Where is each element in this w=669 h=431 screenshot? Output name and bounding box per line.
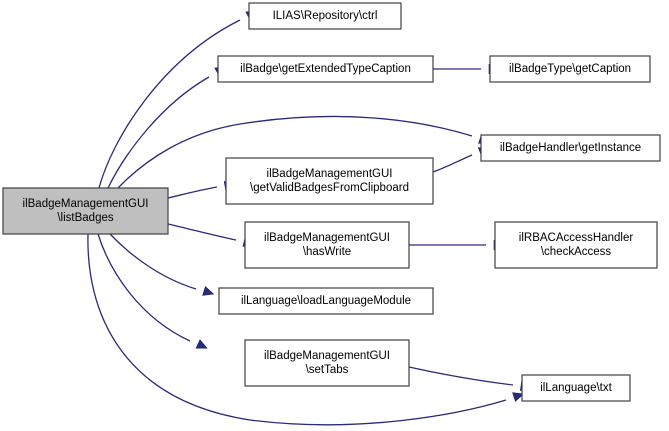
edge-line (109, 233, 197, 290)
node-label-line: \setTabs (306, 364, 349, 376)
node-getInstance[interactable]: ilBadgeHandler\getInstance (480, 134, 661, 162)
arrowhead-icon (202, 286, 215, 296)
node-setTabs[interactable]: ilBadgeManagementGUI \setTabs (244, 339, 410, 387)
node-label-line: ILIAS\Repository\ctrl (273, 10, 378, 22)
node-label-line: \checkAccess (541, 246, 612, 258)
node-box[interactable] (480, 134, 661, 162)
node-label-line: \hasWrite (303, 246, 351, 258)
node-box[interactable] (2, 187, 169, 235)
edge-line (432, 154, 473, 173)
node-label-line: \listBadges (57, 212, 114, 224)
arrowhead-icon (512, 392, 525, 402)
edge-line (167, 223, 237, 241)
node-box[interactable] (225, 157, 434, 205)
edge-getExtendedTypeCaption-to-getCaption (433, 63, 500, 75)
node-loadLanguageModule[interactable]: ilLanguage\loadLanguageModule (218, 287, 434, 315)
node-getCaption[interactable]: ilBadgeType\getCaption (489, 55, 651, 83)
node-label-line: ilBadgeManagementGUI (267, 168, 393, 180)
edge-line (97, 233, 191, 342)
node-label-line: ilBadgeManagementGUI (23, 198, 149, 210)
node-box[interactable] (244, 221, 410, 269)
node-label-line: ilBadge\getExtendedTypeCaption (240, 63, 411, 75)
node-listBadges[interactable]: ilBadgeManagementGUI \listBadges (2, 187, 169, 235)
node-box[interactable] (244, 339, 410, 387)
node-box[interactable] (217, 55, 434, 83)
edge-line (167, 186, 218, 199)
edge-setTabs-to-txt (408, 366, 532, 391)
node-label-line: ilBadgeType\getCaption (509, 63, 631, 75)
edge-listBadges-to-hasWrite (167, 223, 255, 247)
edge-hasWrite-to-checkAccess (409, 239, 505, 251)
edge-line (117, 115, 473, 189)
node-label-line: ilLanguage\loadLanguageModule (241, 295, 411, 307)
arrowhead-icon (195, 339, 208, 349)
node-ctrl[interactable]: ILIAS\Repository\ctrl (248, 2, 402, 30)
node-label-line: ilLanguage\txt (540, 382, 612, 394)
edge-line (98, 19, 241, 189)
node-getValidBadgesFromClipboard[interactable]: ilBadgeManagementGUI \getValidBadgesFromC… (225, 157, 434, 205)
edge-listBadges-to-getExtendedTypeCaption (107, 66, 227, 189)
node-box[interactable] (248, 2, 402, 30)
node-label-line: \getValidBadgesFromClipboard (250, 182, 409, 194)
node-getExtendedTypeCaption[interactable]: ilBadge\getExtendedTypeCaption (217, 55, 434, 83)
node-label-line: ilBadgeHandler\getInstance (500, 142, 641, 154)
node-checkAccess[interactable]: ilRBACAccessHandler \checkAccess (494, 221, 658, 269)
edge-listBadges-to-loadLanguageModule (109, 233, 215, 296)
node-txt[interactable]: ilLanguage\txt (521, 374, 631, 402)
edge-listBadges-to-setTabs (97, 233, 208, 349)
node-box[interactable] (218, 287, 434, 315)
node-label-line: ilRBACAccessHandler (519, 232, 634, 244)
node-label-line: ilBadgeManagementGUI (264, 232, 390, 244)
edge-line (87, 233, 507, 426)
edge-line (107, 76, 210, 189)
edge-line (408, 366, 514, 386)
node-hasWrite[interactable]: ilBadgeManagementGUI \hasWrite (244, 221, 410, 269)
node-box[interactable] (521, 374, 631, 402)
nodes-layer: ilBadgeManagementGUI \listBadges ILIAS\Rep… (2, 2, 661, 402)
node-label-line: ilBadgeManagementGUI (264, 350, 390, 362)
edge-listBadges-to-txt (87, 233, 525, 426)
node-box[interactable] (494, 221, 658, 269)
node-box[interactable] (489, 55, 651, 83)
